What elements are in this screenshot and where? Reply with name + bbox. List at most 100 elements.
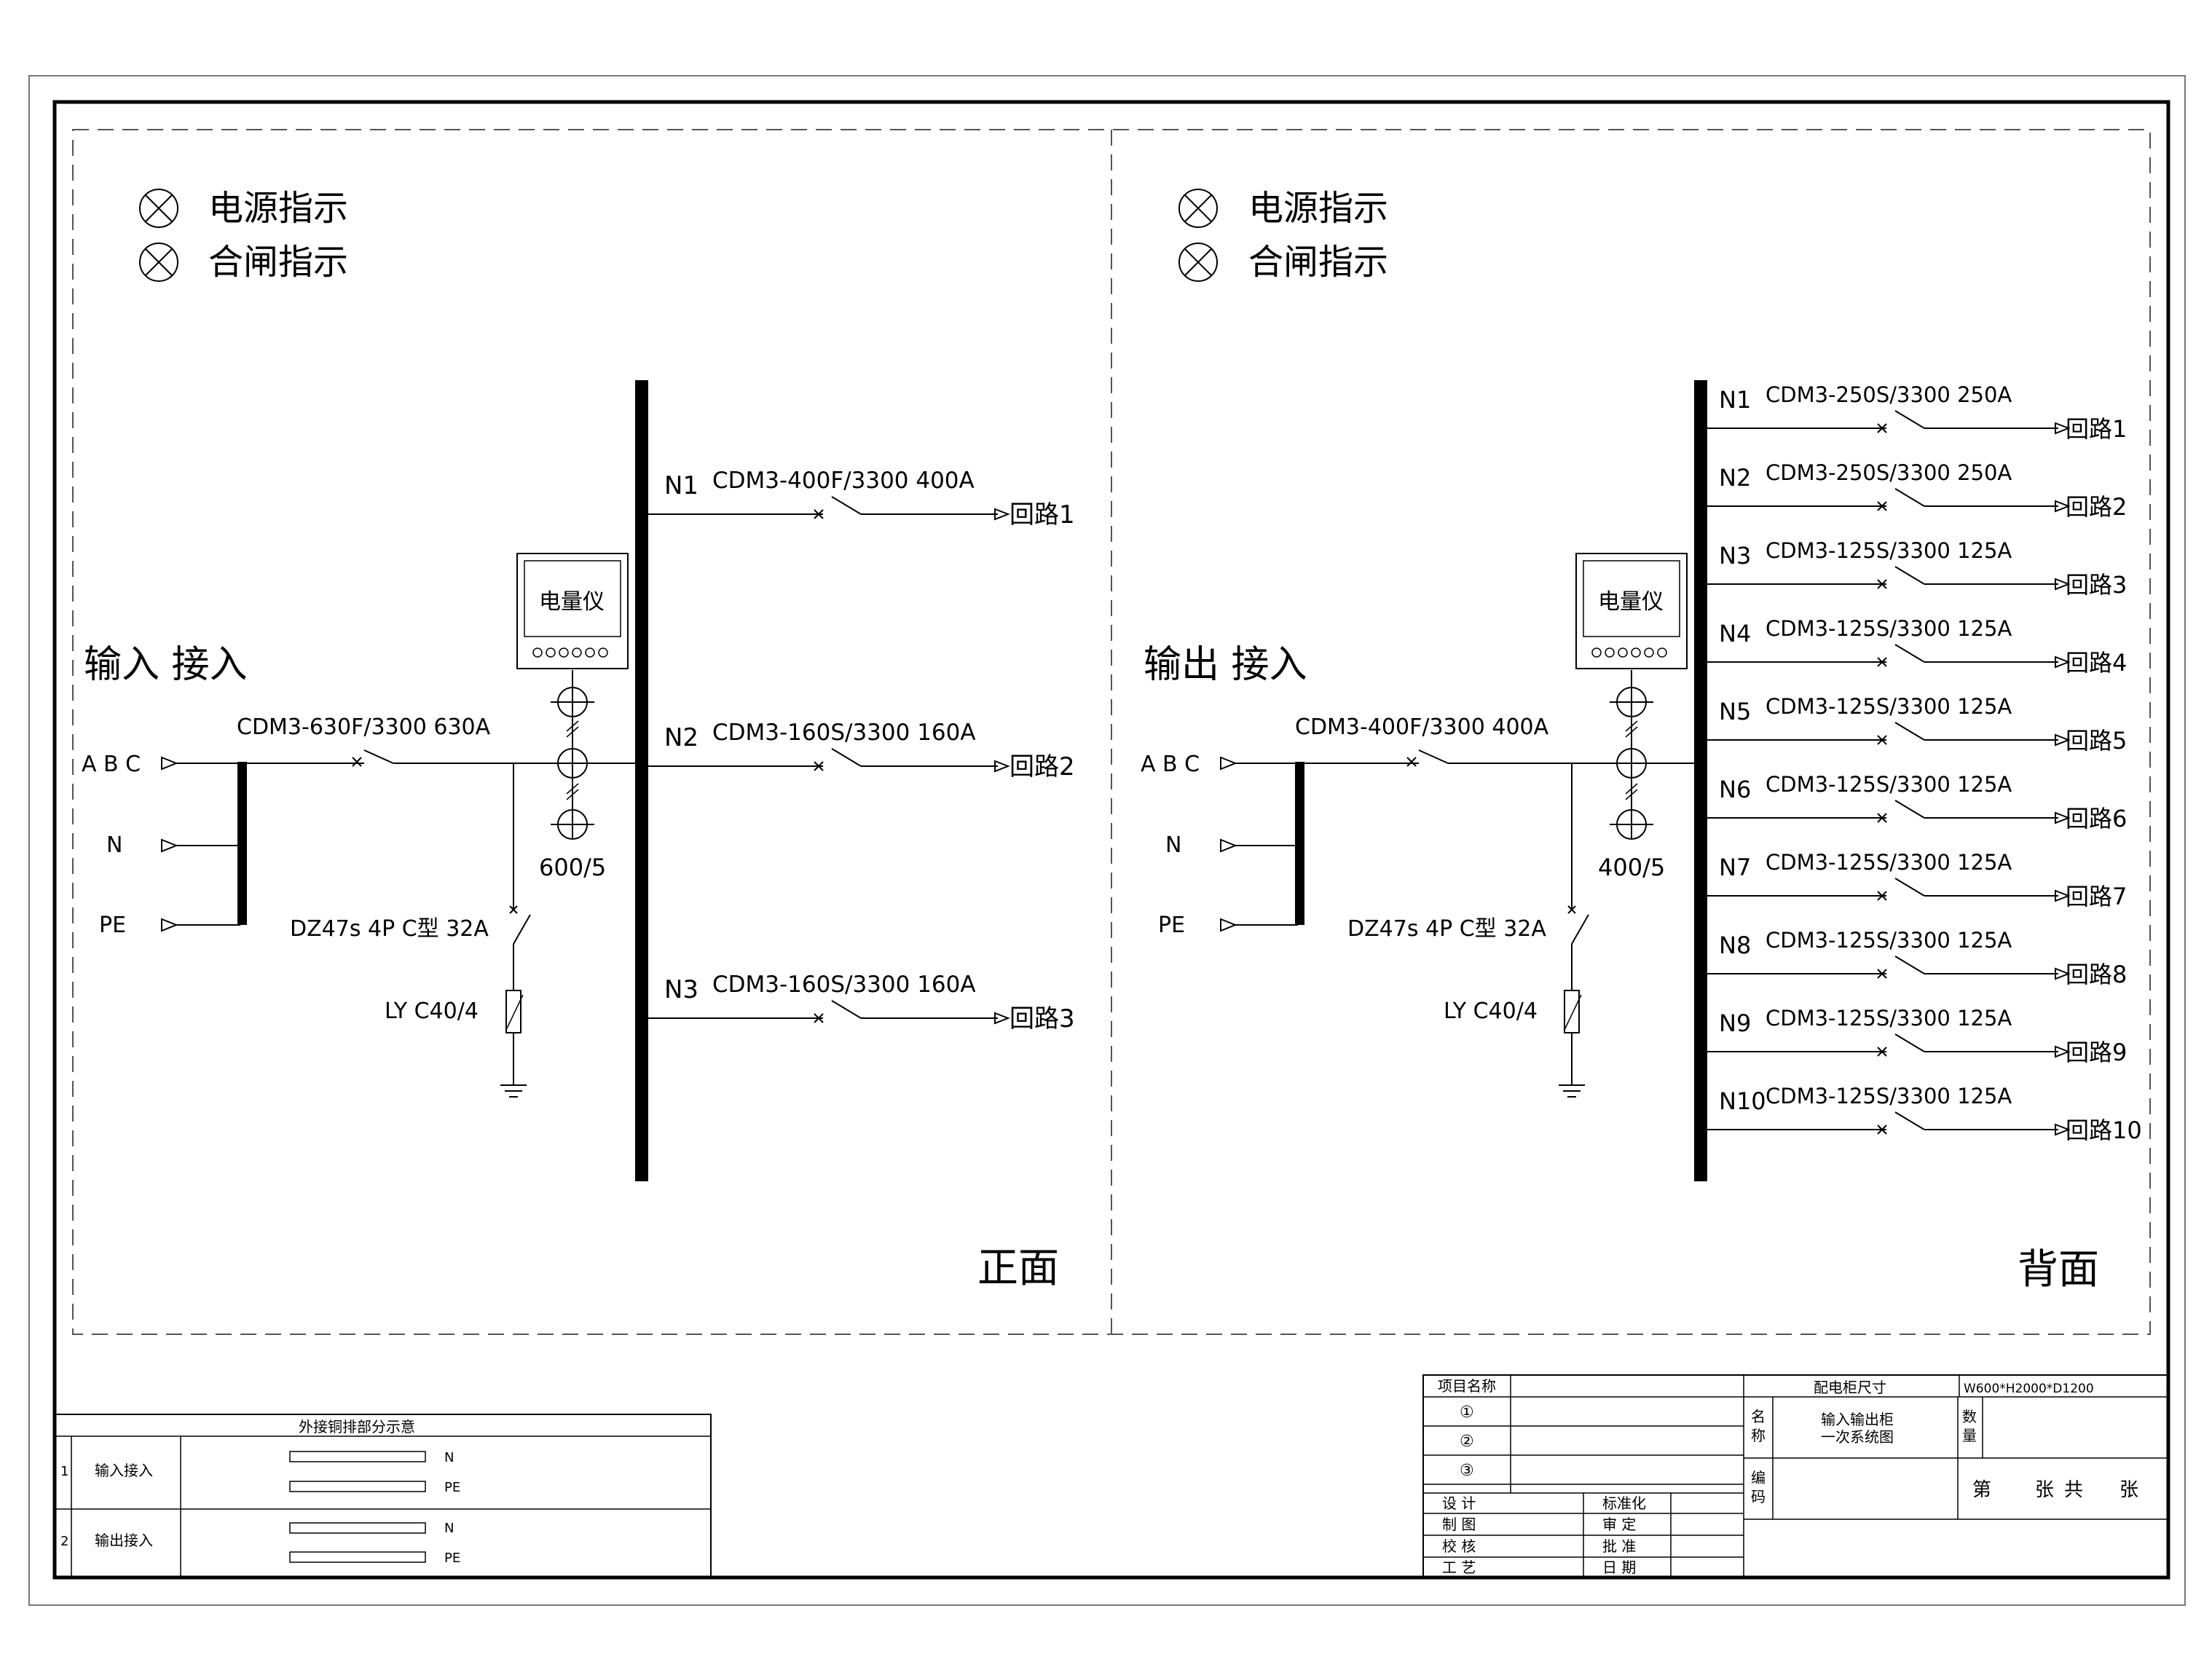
input-terminal-arrow [1220,756,1237,771]
feeder-circuit-label: 回路9 [2066,1039,2127,1066]
feeder-line [1707,566,2071,591]
feeder-line [1707,878,2071,902]
code-label-2: 码 [1751,1488,1766,1505]
power-meter-icon [1575,553,1688,669]
phase-label-abc: A B C [82,752,141,777]
main-busbar [1694,380,1707,1181]
input-terminal-bar [237,762,247,925]
outer-sheet-border [28,75,2186,1606]
sign-design: 设 计 [1442,1494,1476,1512]
feeder-circuit-label: 回路4 [2066,649,2127,677]
output-arrow-icon [2055,655,2071,669]
sign-process: 工 艺 [1442,1559,1476,1576]
power-meter-icon [516,553,629,669]
cabinet-size-value: W600*H2000*D1200 [1964,1382,2094,1396]
phase-label-pe: PE [1158,913,1185,938]
feeder-breaker-label: CDM3-250S/3300 250A [1766,382,2012,407]
feeder-circuit-label: 回路2 [2066,493,2127,521]
feeder-circuit-label: 回路2 [1009,752,1075,781]
output-arrow-icon [994,508,1010,521]
feeder-id: N9 [1719,1009,1751,1037]
cabinet-size-label: 配电柜尺寸 [1814,1379,1886,1396]
ct-ratio-label: 400/5 [1598,854,1665,881]
feeder-circuit-label: 回路1 [2066,415,2127,443]
feeder-id: N8 [1719,931,1751,959]
feeder-circuit-label: 回路3 [1009,1004,1075,1033]
output-arrow-icon [994,1012,1010,1025]
phase-label-n: N [1165,832,1181,858]
front-panel-diagram: 电源指示 合闸指示 输入 接入 A B C N PE CDM3-630F/330… [82,188,1075,1292]
feeder-line [1707,956,2071,980]
title-block: 项目名称 ① ② ③ 设 计 制 图 校 核 工 艺 标准化 审 定 批 准 日… [1422,1374,2168,1578]
feeder-breaker-label: CDM3-125S/3300 125A [1766,850,2012,875]
busbar-row-no: 2 [60,1534,68,1549]
meter-label: 电量仪 [1598,589,1664,615]
quantity-label-2: 量 [1962,1427,1977,1444]
input-terminal-arrow [1220,838,1237,853]
feeder-breaker-label: CDM3-125S/3300 125A [1766,616,2012,641]
aux-branch-symbol [1559,763,1589,1098]
feeder-line [1707,722,2071,747]
feeder-breaker-label: CDM3-125S/3300 125A [1766,1006,2012,1031]
feeder-line [1707,488,2071,513]
feeder-id: N5 [1719,698,1751,725]
indicator-lamp-icon [1178,243,1218,282]
feeder-circuit-label: 回路6 [2066,805,2127,832]
feeder-id: N3 [664,975,698,1004]
output-arrow-icon [2055,733,2071,747]
output-arrow-icon [2055,422,2071,435]
feeder-line [648,1000,1010,1025]
indicator-label-power: 电源指示 [1248,188,1388,229]
sign-drawing: 制 图 [1442,1516,1476,1533]
busbar-bar-icon [289,1451,426,1462]
busbar-row-name: 输入接入 [95,1462,153,1479]
input-terminal-arrow [161,918,178,932]
view-label-front: 正面 [977,1245,1059,1292]
indicator-label-closing: 合闸指示 [1248,242,1388,283]
input-terminal-arrow [161,838,178,853]
feeder-breaker-label: CDM3-125S/3300 125A [1766,772,2012,797]
feeder-breaker-label: CDM3-160S/3300 160A [712,972,976,998]
indicator-lamp-icon [139,243,178,282]
feeder-line [648,496,1010,521]
aux-breaker-label: DZ47s 4P C型 32A [1347,916,1546,942]
feeder-breaker-label: CDM3-125S/3300 125A [1766,538,2012,563]
busbar-table-title: 外接铜排部分示意 [299,1418,415,1435]
aux-breaker-label: DZ47s 4P C型 32A [290,916,489,942]
main-breaker-label: CDM3-400F/3300 400A [1295,714,1549,740]
feeder-breaker-label: CDM3-125S/3300 125A [1766,1084,2012,1108]
drawing-name-line2: 一次系统图 [1821,1428,1894,1446]
feeder-circuit-label: 回路5 [2066,727,2127,755]
busbar-bar-icon [289,1522,426,1534]
indicator-label-closing: 合闸指示 [208,242,348,283]
main-breaker-label: CDM3-630F/3300 630A [237,714,491,740]
sign-standard: 标准化 [1602,1494,1646,1512]
feeder-line [1707,410,2071,435]
feeder-id: N4 [1719,620,1751,647]
feeder-line [1707,1033,2071,1058]
feeder-id: N1 [664,471,698,500]
feeder-breaker-label: CDM3-160S/3300 160A [712,720,976,746]
busbar-bar-label: PE [444,1551,460,1566]
sign-approve: 批 准 [1602,1537,1636,1555]
indicator-label-power: 电源指示 [208,188,348,229]
output-arrow-icon [994,760,1010,773]
arrester-label: LY C40/4 [385,998,479,1024]
feeder-breaker-label: CDM3-125S/3300 125A [1766,694,2012,719]
inner-drawing-frame [52,100,2170,1580]
busbar-bar-label: PE [444,1480,460,1495]
output-arrow-icon [2055,500,2071,513]
main-breaker-symbol [247,749,638,767]
name-label-1: 名 [1751,1408,1766,1425]
feeder-line [1707,800,2071,824]
feeder-breaker-label: CDM3-250S/3300 250A [1766,460,2012,485]
output-arrow-icon [2055,889,2071,902]
busbar-bar-icon [289,1551,426,1563]
sheet-total-prefix: 共 [2064,1479,2083,1501]
main-busbar [635,380,648,1181]
busbar-bar-label: N [444,1450,454,1465]
output-arrow-icon [2055,967,2071,980]
current-transformer-symbol [551,670,594,840]
drawing-name-line1: 输入输出柜 [1821,1411,1894,1428]
